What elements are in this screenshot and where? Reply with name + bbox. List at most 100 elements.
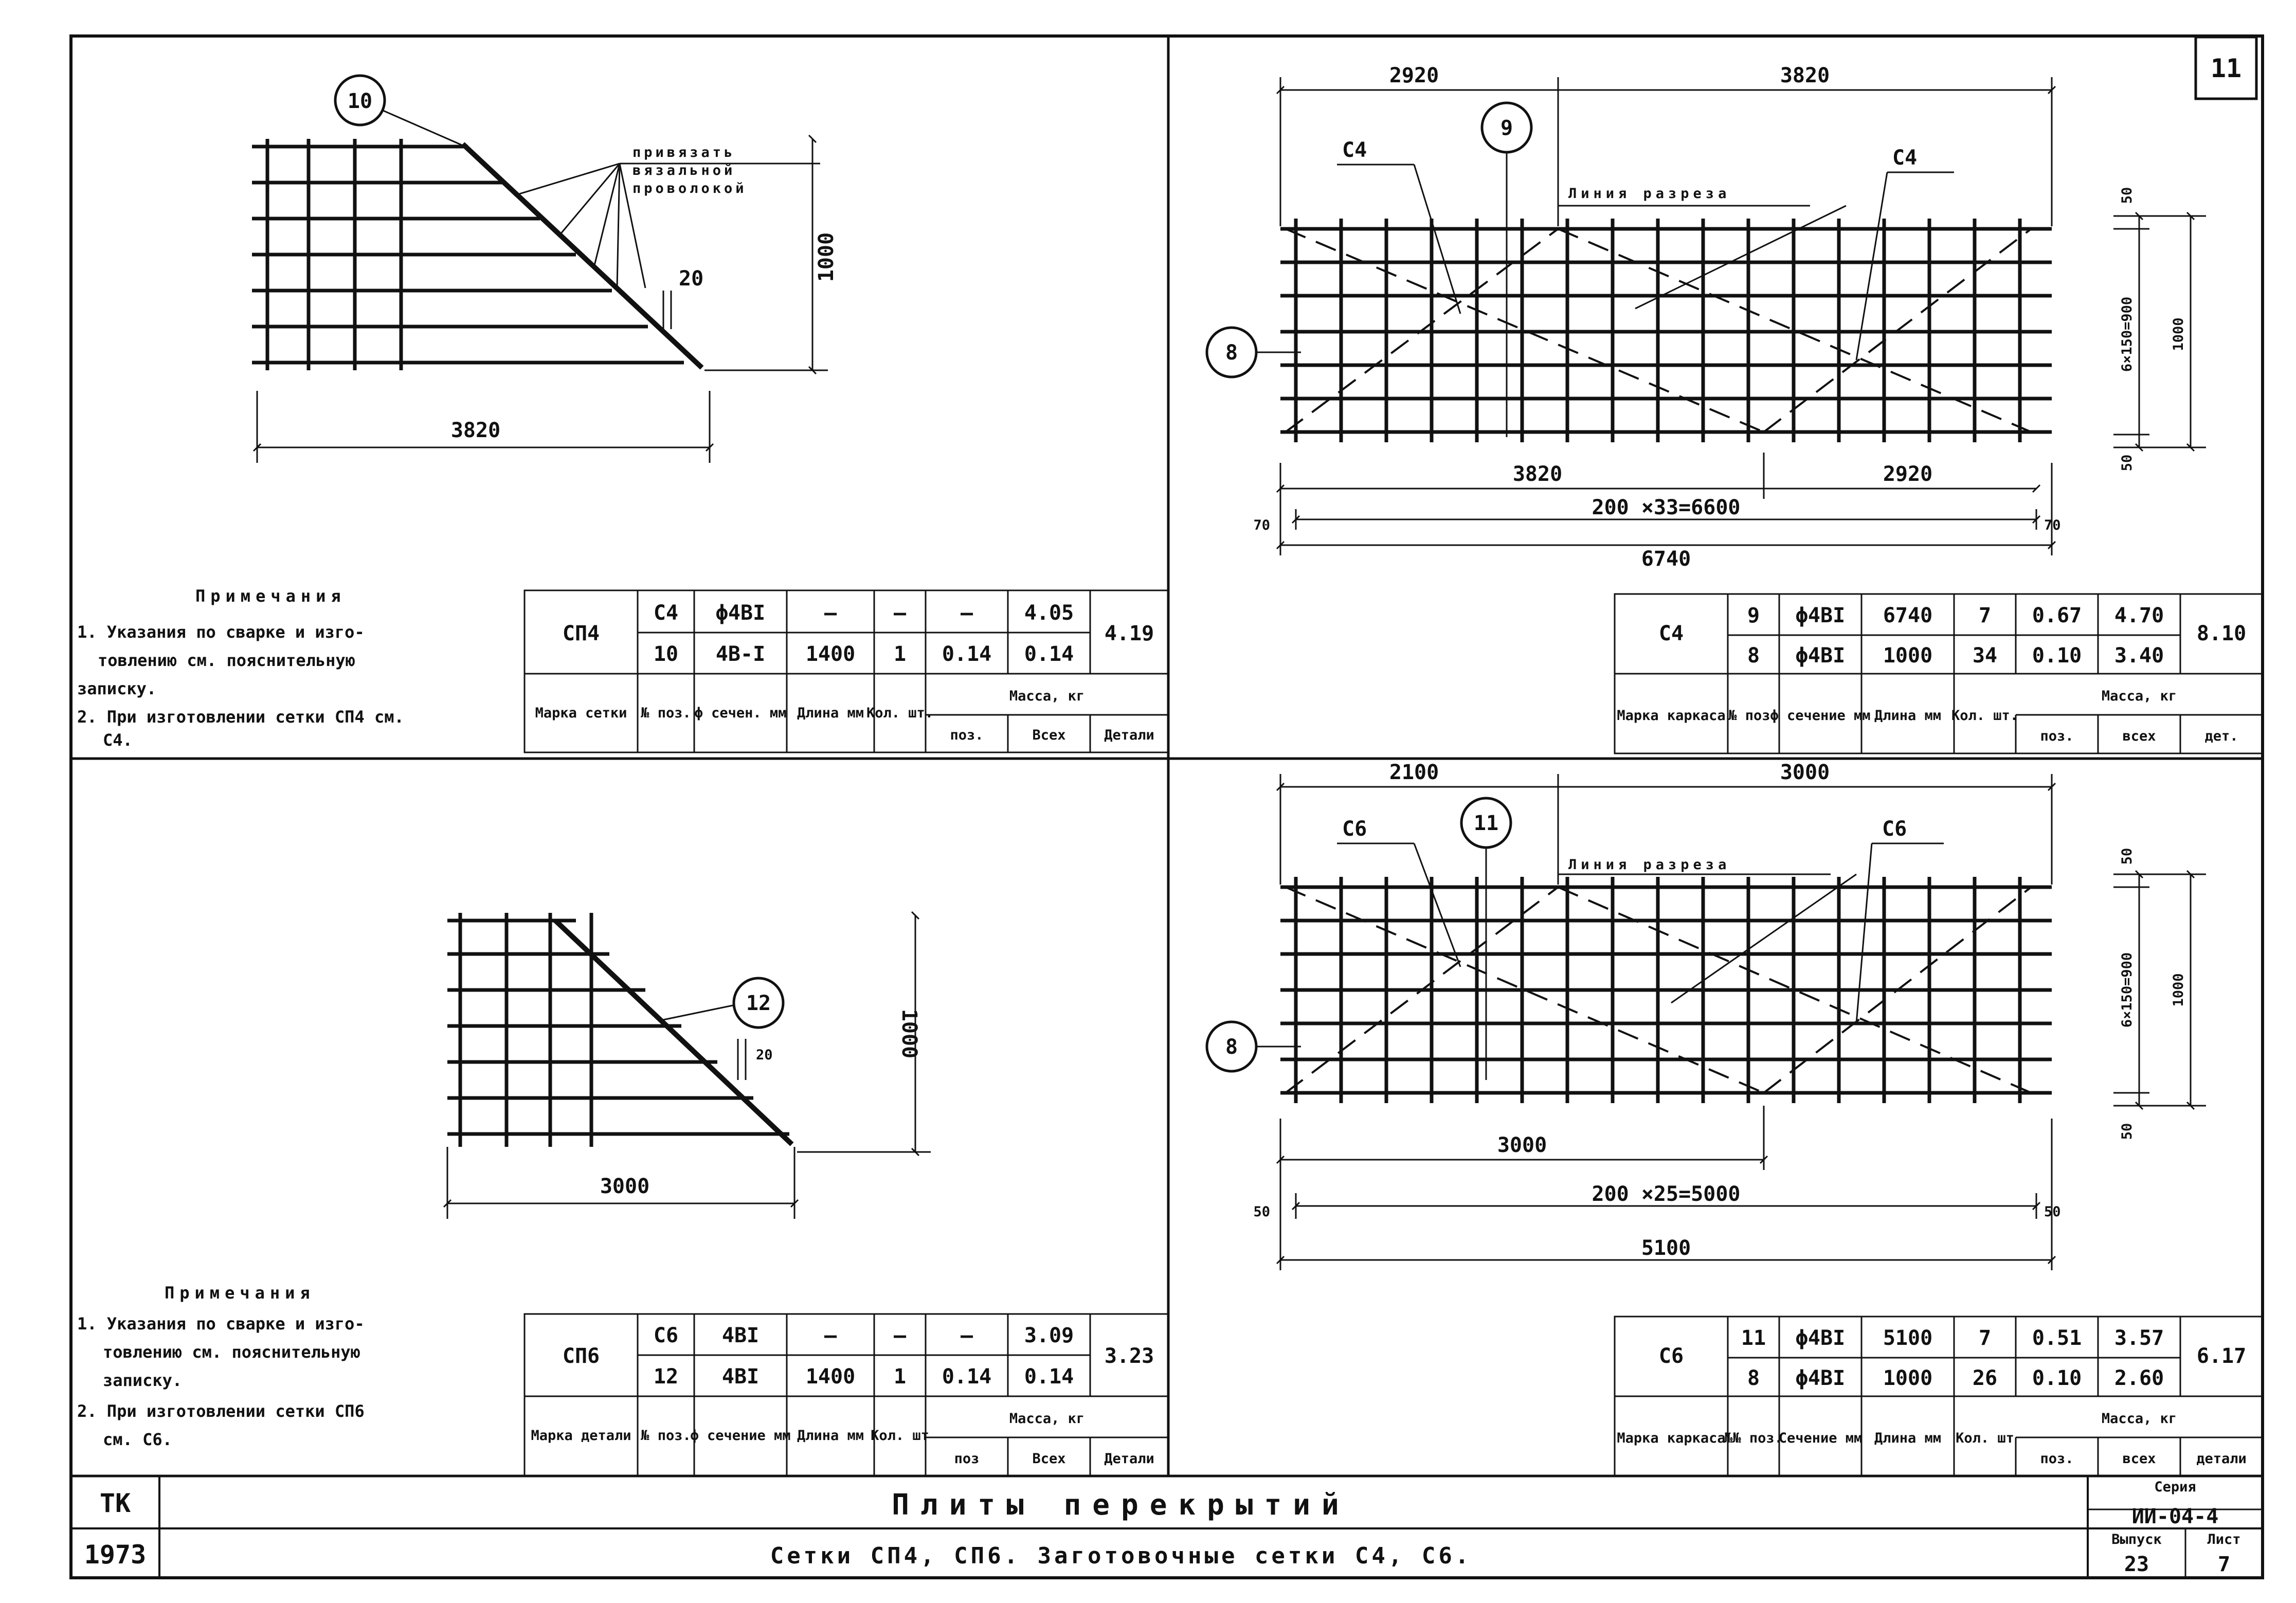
sp4-mesh-detail: 10 привязать вязальной проволокой 20 382… (252, 74, 838, 463)
sp4-callout-line-1: привязать (632, 145, 735, 160)
sp4-hdr-dia: ϕ сечен. мм (695, 705, 787, 721)
c4-row1-len: 6740 (1883, 604, 1932, 627)
sp4-row1-pos: С4 (654, 601, 678, 625)
c6-row1-pos: 11 (1741, 1326, 1766, 1350)
sp4-position-circle (334, 74, 386, 127)
sp6-row1-dia: 4ВI (722, 1324, 759, 1347)
sp4-tie-lines (383, 110, 820, 329)
c6-dim-right-top: 50 (2119, 848, 2135, 865)
c4-mesh-detail: С4 С4 Линия разреза 9 8 2920 3 (1205, 64, 2206, 571)
sp6-hdr-mass-det: Детали (1104, 1451, 1154, 1467)
c6-position-top: 11 (1474, 812, 1498, 835)
c6-hdr-mass-pos: поз. (2040, 1451, 2073, 1467)
sp4-row2-dia: 4В-I (716, 642, 765, 666)
c4-row2-len: 1000 (1883, 644, 1932, 668)
sp6-row1-mass-pos: — (961, 1324, 973, 1347)
c6-dim-offset-right: 50 (2044, 1204, 2061, 1220)
c4-row2-mass-all: 3.40 (2114, 644, 2164, 668)
sp6-total: 3.23 (1105, 1344, 1154, 1368)
c4-dim-bottom-right: 2920 (1883, 462, 1932, 486)
sp6-hdr-dia: ϕ сечение мм (690, 1428, 790, 1444)
c6-leader-lines (1257, 842, 1944, 1080)
c4-row1-mass-pos: 0.67 (2032, 604, 2082, 627)
sp4-diagonal-bar (461, 142, 704, 370)
c6-hdr-mark: Марка каркаса (1617, 1430, 1725, 1446)
sp4-row2-mass-all: 0.14 (1024, 642, 1074, 666)
c6-row1-len: 5100 (1883, 1326, 1932, 1350)
c6-row1-qty: 7 (1979, 1326, 1991, 1350)
sp6-notes-heading: Примечания (165, 1283, 315, 1303)
c4-row2-pos: 8 (1747, 644, 1760, 668)
c6-dim-right-total: 1000 (2171, 973, 2186, 1006)
c6-mark-left: С6 (1342, 817, 1367, 841)
sp6-dimension-lines (443, 911, 931, 1219)
c6-section-line-label: Линия разреза (1568, 857, 1730, 873)
sp6-hdr-mass: Масса, кг (1009, 1411, 1084, 1427)
c6-mesh-detail: С6 С6 Линия разреза 11 8 2100 (1205, 761, 2206, 1270)
c6-dim-top-right: 3000 (1780, 761, 1830, 784)
c6-position-side: 8 (1225, 1035, 1238, 1059)
c6-hdr-mass-all: всех (2122, 1451, 2156, 1467)
sp6-note-line: записку. (103, 1371, 182, 1390)
sp4-row2-len: 1400 (806, 642, 855, 666)
c4-dim-offset-right: 70 (2044, 517, 2061, 533)
c6-row1-dia: ϕ4ВI (1796, 1326, 1845, 1350)
sp4-row2-pos: 10 (654, 642, 678, 666)
sp6-row1-len: — (824, 1324, 837, 1347)
sp6-position-circle (732, 977, 785, 1029)
sp6-spec-table: СП6 С6 4ВI — — — 3.09 12 4ВI 1400 1 0.14… (523, 1313, 1169, 1477)
sp6-dim-length: 3000 (600, 1175, 649, 1198)
c4-hdr-mark: Марка каркаса (1617, 708, 1725, 724)
sp6-hdr-mark: Марка детали (531, 1428, 631, 1444)
c4-row1-mass-all: 4.70 (2114, 604, 2164, 627)
c4-hdr-mass: Масса, кг (2102, 688, 2177, 704)
c4-row2-qty: 34 (1973, 644, 1997, 668)
sp6-hdr-mass-pos: поз (954, 1451, 980, 1467)
sp4-callout-line-3: проволокой (632, 181, 747, 196)
c4-dim-right-bottom: 50 (2119, 455, 2135, 472)
c6-hdr-mass-det: детали (2196, 1451, 2247, 1467)
c4-dim-top-left: 2920 (1389, 64, 1439, 87)
c4-spec-table: С4 9 ϕ4ВI 6740 7 0.67 4.70 8 ϕ4ВI 1000 3… (1614, 593, 2264, 754)
c6-row1-mass-pos: 0.51 (2032, 1326, 2082, 1350)
sp4-row1-len: — (824, 601, 837, 625)
sp4-hdr-mass-det: Детали (1104, 727, 1154, 743)
sp6-row1-qty: — (894, 1324, 907, 1347)
sp6-hdr-pos: № поз. (641, 1428, 691, 1444)
sp6-row2-mass-pos: 0.14 (942, 1365, 991, 1389)
sp6-hdr-qty: Кол. шт (871, 1428, 929, 1444)
series-label: Серия (2154, 1479, 2196, 1495)
sp4-hdr-len: Длина мм (797, 705, 864, 721)
c4-mark-left: С4 (1342, 138, 1367, 162)
c6-hdr-dia: Сечение мм (1779, 1430, 1863, 1446)
c6-dim-bottom: 3000 (1497, 1133, 1547, 1157)
c6-grid-bars (1280, 877, 2052, 1103)
sp6-note-line: товлению см. пояснительную (103, 1342, 360, 1362)
sp6-diagonal-bar (553, 918, 794, 1146)
c4-dim-total: 6740 (1641, 547, 1691, 571)
c4-mark-right: С4 (1892, 146, 1917, 170)
sp4-hdr-mark: Марка сетки (535, 705, 627, 721)
sp4-hdr-mass: Масса, кг (1009, 688, 1084, 704)
sp6-row2-qty: 1 (894, 1365, 906, 1389)
sp4-row1-dia: ϕ4ВI (716, 601, 765, 625)
sp6-hdr-len: Длина мм (797, 1428, 864, 1444)
c6-dim-total: 5100 (1641, 1236, 1691, 1260)
c4-dim-offset-left: 70 (1253, 517, 1270, 533)
sp4-position-label: 10 (348, 89, 372, 113)
sp4-hdr-mass-pos: поз. (950, 727, 983, 743)
issue-value: 23 (2124, 1553, 2149, 1576)
c6-row1-mass-all: 3.57 (2114, 1326, 2164, 1350)
c6-hdr-mass: Масса, кг (2102, 1411, 2177, 1427)
c6-row2-qty: 26 (1973, 1366, 1997, 1390)
sp6-row2-pos: 12 (654, 1365, 678, 1389)
c4-position-side-circle (1205, 326, 1258, 379)
c6-row2-pos: 8 (1747, 1366, 1760, 1390)
c4-position-side: 8 (1225, 341, 1238, 365)
c6-total: 6.17 (2197, 1344, 2246, 1368)
c6-position-side-circle (1205, 1020, 1258, 1073)
sp4-hdr-pos: № поз. (641, 705, 691, 721)
c4-row1-pos: 9 (1747, 604, 1760, 627)
c4-dim-top-right: 3820 (1780, 64, 1830, 87)
c6-hdr-pos: №№ поз. (1724, 1430, 1783, 1446)
